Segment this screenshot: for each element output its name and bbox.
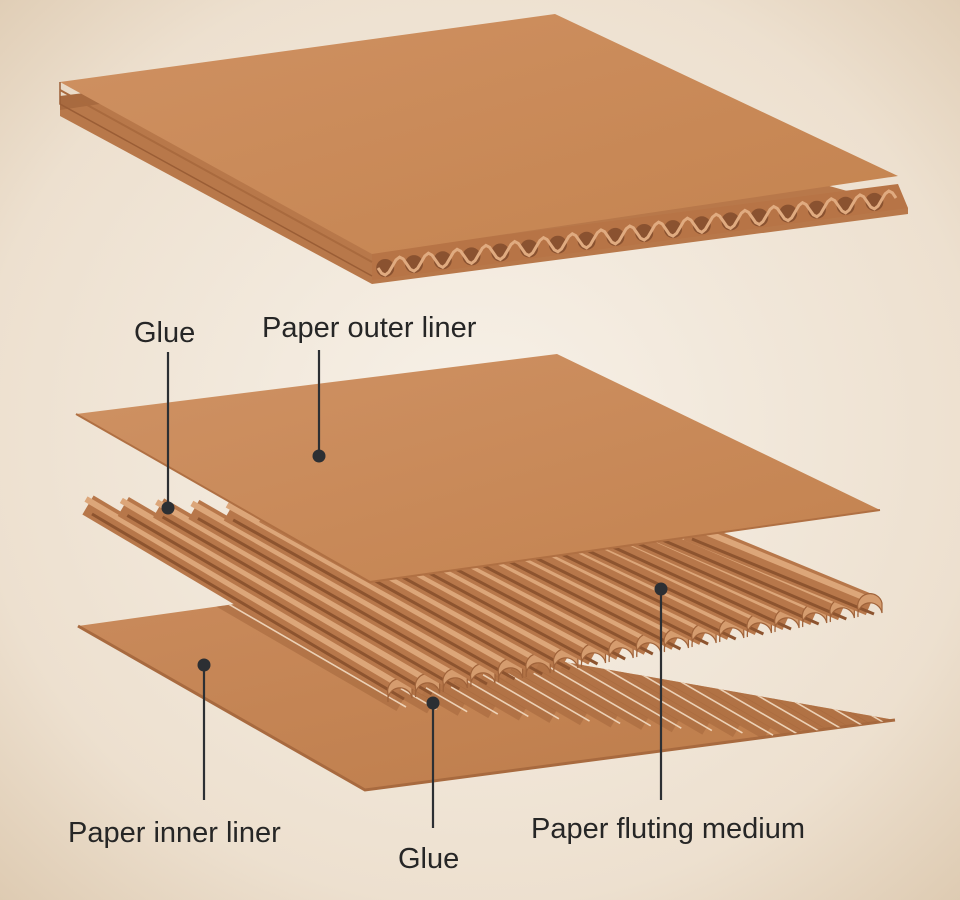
- flute-rib-highlight: [190, 500, 483, 672]
- flute-rib-valley: [620, 534, 820, 626]
- label-outer-liner: Paper outer liner: [262, 312, 477, 344]
- assembled-board: [59, 14, 908, 284]
- flute-rib: [82, 495, 406, 700]
- flute-rib: [648, 518, 847, 621]
- leader-fluting-medium: [654, 582, 668, 800]
- leader-outer-liner: [312, 350, 326, 463]
- flute-rib-end: [857, 593, 883, 618]
- flute-rib: [683, 519, 875, 616]
- glue-line: [155, 604, 407, 708]
- flute-rib-highlight: [155, 499, 455, 677]
- flute-rib: [153, 498, 461, 690]
- flute-rib-valley: [656, 536, 847, 621]
- flute-rib-highlight: [684, 521, 870, 602]
- label-glue-bottom: Glue: [398, 843, 459, 875]
- flute-rib-valley: [91, 512, 405, 701]
- flute-rib: [188, 499, 489, 685]
- assembled-board-flutes: [376, 189, 898, 277]
- flute-rib-valley: [585, 533, 792, 631]
- flute-rib-highlight: [119, 497, 428, 682]
- label-glue-top: Glue: [134, 317, 195, 349]
- outer-liner-sheet: [75, 354, 881, 584]
- leader-glue-bottom: [426, 696, 440, 828]
- rib-shadow: [146, 604, 404, 712]
- label-fluting-medium: Paper fluting medium: [531, 813, 805, 845]
- leader-glue-top: [161, 352, 175, 515]
- flute-rib-highlight: [84, 496, 400, 687]
- flute-rib-valley: [161, 515, 461, 691]
- flute-rib-valley: [691, 537, 875, 616]
- flute-rib: [223, 501, 517, 680]
- flute-rib-valley: [232, 518, 516, 681]
- label-inner-liner: Paper inner liner: [68, 817, 281, 849]
- flute-wave: [376, 189, 898, 277]
- flute-rib-highlight: [225, 502, 511, 667]
- leader-inner-liner: [197, 658, 211, 800]
- flute-rib-valley: [126, 514, 433, 696]
- flute-rib: [117, 496, 434, 695]
- assembled-board-top-liner: [60, 14, 898, 254]
- flute-rib-valley: [197, 517, 488, 686]
